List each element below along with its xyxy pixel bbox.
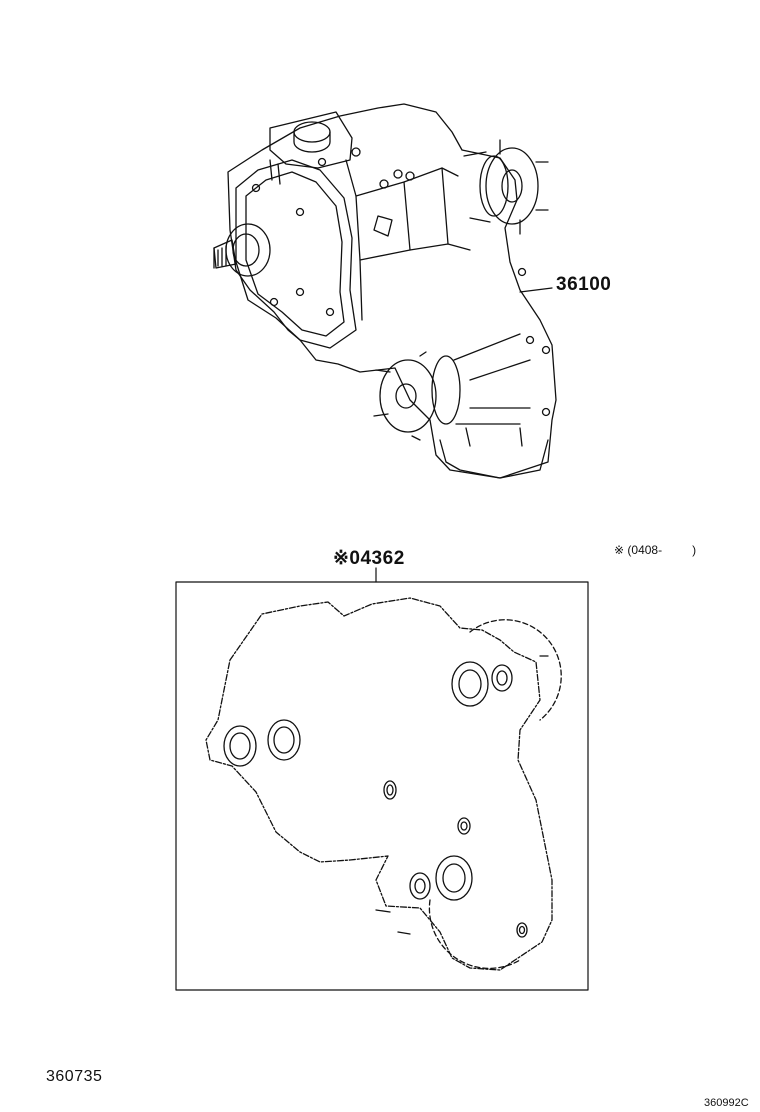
gasket-kit-frame xyxy=(175,581,589,991)
figure-code-right: 360992C xyxy=(704,1097,749,1109)
note-code: 0408- xyxy=(631,543,663,557)
transfer-case-illustration xyxy=(213,103,557,479)
date-range-note: ※ (0408-) xyxy=(614,543,696,557)
part-number-04362[interactable]: ※04362 xyxy=(333,548,405,569)
note-open-paren: ( xyxy=(627,543,632,557)
part-number-36100[interactable]: 36100 xyxy=(556,274,612,295)
leader-line-36100 xyxy=(519,287,553,293)
note-mark: ※ xyxy=(614,543,625,557)
gasket-kit-illustration xyxy=(205,597,562,971)
note-close-paren: ) xyxy=(692,543,697,557)
figure-code-left: 360735 xyxy=(46,1068,103,1085)
